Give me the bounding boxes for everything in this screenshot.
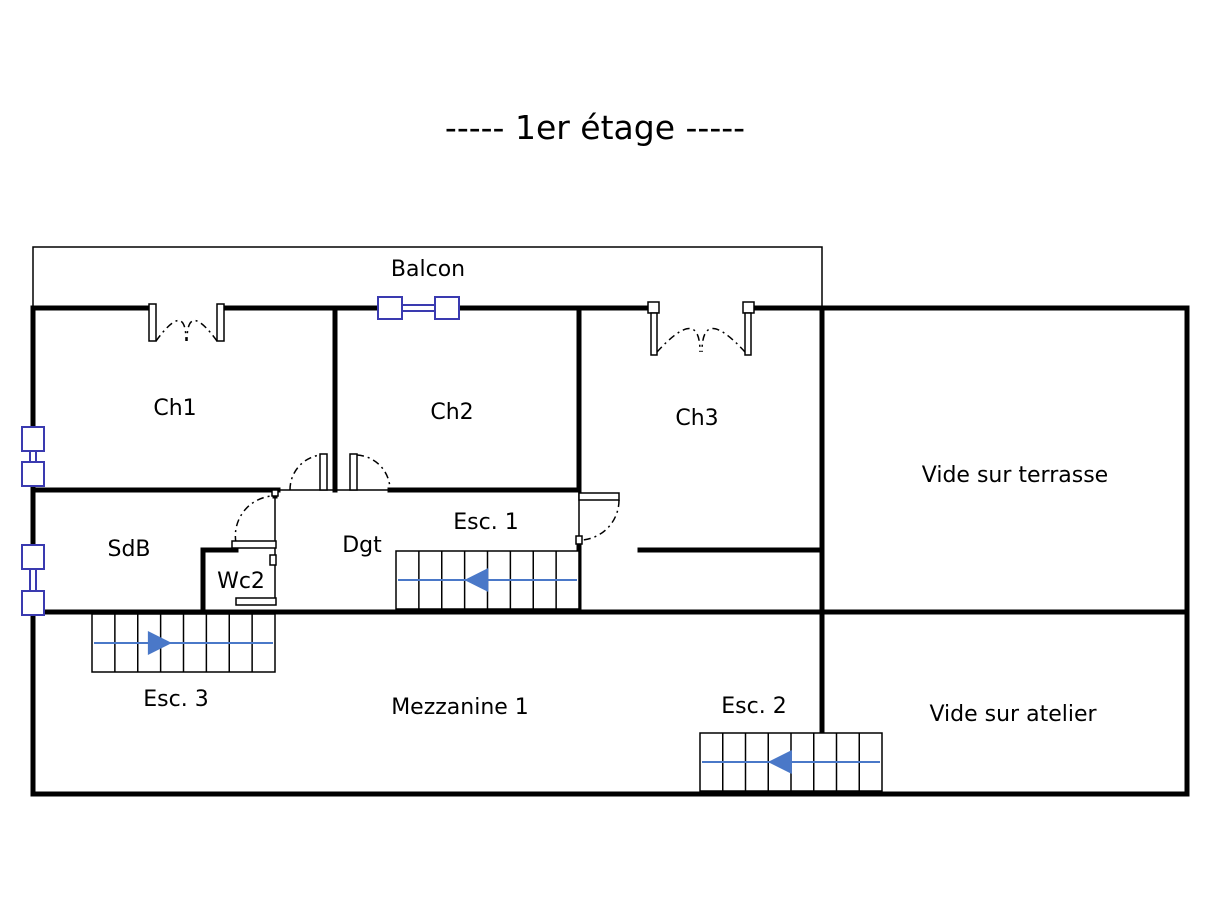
door-ch2-dgt	[349, 453, 391, 491]
door-ch1-dgt	[289, 453, 328, 491]
label-balcon: Balcon	[391, 257, 465, 282]
label-ch2: Ch2	[430, 400, 473, 425]
label-dgt: Dgt	[342, 533, 382, 558]
label-ch1: Ch1	[153, 396, 196, 421]
door-ch3-dgt	[575, 492, 620, 545]
label-wc2: Wc2	[217, 569, 265, 594]
label-esc-1: Esc. 1	[453, 510, 518, 535]
balcony-outline	[32, 246, 823, 307]
window-ch1-west	[21, 426, 45, 487]
stair-direction-arrowhead	[464, 568, 489, 592]
door-wc2	[231, 540, 277, 606]
label-sdb: SdB	[107, 537, 150, 562]
label-vide-atelier: Vide sur atelier	[929, 702, 1097, 727]
stair-direction-arrowhead	[767, 750, 792, 774]
window-balcony	[377, 296, 460, 320]
interior-walls	[30, 305, 1190, 735]
stair-esc-1	[395, 550, 580, 610]
window-sdb-west	[21, 544, 45, 616]
floor-title: ----- 1er étage -----	[445, 108, 745, 147]
exterior-walls	[30, 305, 1190, 797]
label-esc-3: Esc. 3	[143, 687, 208, 712]
stair-direction-arrowhead	[147, 631, 172, 655]
label-mezzanine: Mezzanine 1	[391, 695, 529, 720]
label-vide-terrasse: Vide sur terrasse	[922, 463, 1108, 488]
label-esc-2: Esc. 2	[721, 694, 786, 719]
stair-esc-2	[699, 732, 883, 792]
door-ch3-balcony	[647, 301, 755, 356]
stair-esc-3	[91, 613, 276, 673]
door-ch1-balcony	[148, 303, 225, 342]
label-ch3: Ch3	[675, 406, 718, 431]
door-sdb	[234, 489, 279, 544]
